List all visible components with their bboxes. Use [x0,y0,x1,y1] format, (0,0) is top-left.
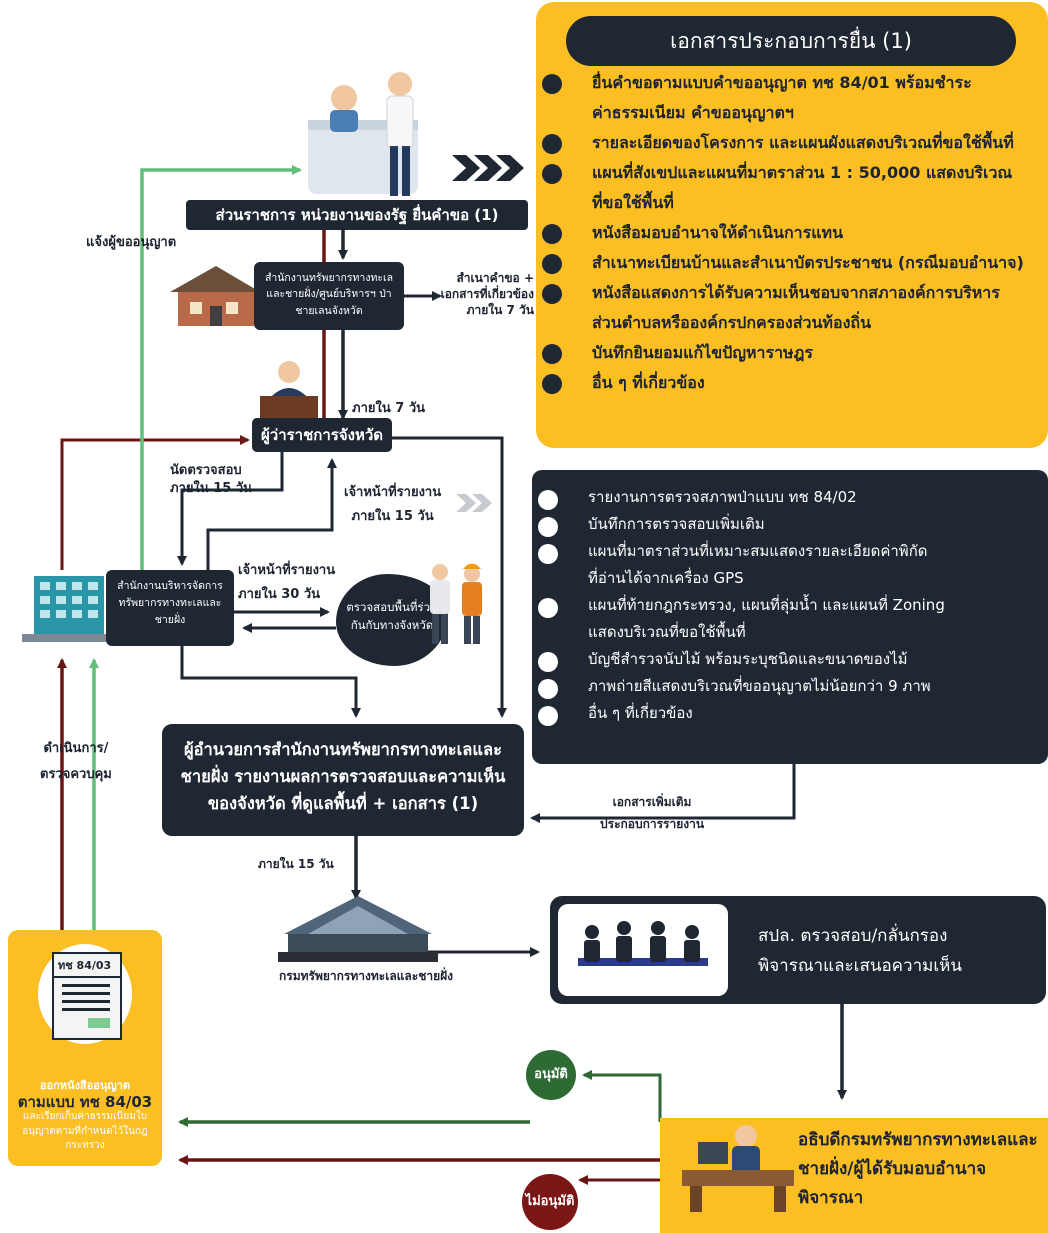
applicant-label: ส่วนราชการ หน่วยงานของรัฐ ยื่นคำขอ (1) [215,206,499,224]
meeting-icon [578,921,708,966]
extra-docs-label: เอกสารเพิ่มเติม ประกอบการรายงาน [600,794,704,832]
copy-request-line-2: เอกสารที่เกี่ยวข้อง [440,287,534,302]
docs-item: ยื่นคำขอตามแบบคำขออนุญาต ทช 84/01 พร้อมช… [536,68,1048,98]
report-item-continued: แสดงบริเวณที่ขอใช้พื้นที่ [588,623,746,641]
report-item: บัญชีสำรวจนับไม้ พร้อมระบุชนิดและขนาดของ… [532,646,1048,673]
extra-docs-line-1: เอกสารเพิ่มเติม [612,795,692,809]
reporter-15-line-2: ภายใน 15 วัน [351,508,434,524]
permit-text-2: ตามแบบ ทช 84/03 [17,1093,153,1111]
report-item: บันทึกการตรวจสอบเพิ่มเติม [532,511,1048,538]
director-general-label: อธิบดีกรมทรัพยากรทางทะเลและชายฝั่ง/ผู้ได… [798,1130,1038,1208]
reception-desk-icon [308,72,418,196]
extra-docs-line-2: ประกอบการรายงาน [600,817,705,832]
office-building-icon [22,576,116,642]
approve-badge: อนุมัติ [526,1050,576,1100]
docs-item: บันทึกยินยอมแก้ไขปัญหาราษฎร [536,338,1048,368]
report-item: แผนที่ท้ายกฎกระทรวง, แผนที่ลุ่มน้ำ และแผ… [532,592,1048,619]
report-item: แผนที่มาตราส่วนที่เหมาะสมแสดงรายละเอียดค… [532,538,1048,565]
reporter-30-label: เจ้าหน้าที่รายงาน ภายใน 30 วัน [238,562,335,603]
within-7-label: ภายใน 7 วัน [352,401,426,416]
committee-node: สปล. ตรวจสอบ/กลั่นกรอง พิจารณาและเสนอควา… [550,896,1046,1004]
docs-item: แผนที่สังเขปและแผนที่มาตราส่วน 1 : 50,00… [536,158,1048,188]
operate-line-1: ดำเนินการ/ [43,741,109,756]
report-item: รายงานการตรวจสภาพป่าแบบ ทช 84/02 [532,484,1048,511]
reporter-30-line-2: ภายใน 30 วัน [238,586,321,602]
governor-label: ผู้ว่าราชการจังหวัด [260,426,384,444]
copy-request-line-3: ภายใน 7 วัน [466,303,534,318]
permit-form: ทช 84/03 [52,952,122,1040]
docs-title: เอกสารประกอบการยื่น (1) [566,16,1016,66]
government-building-icon [278,896,438,962]
appoint-line-1: นัดตรวจสอบ [170,463,242,478]
arrow-dg-to-approve [582,1070,662,1122]
committee-label: สปล. ตรวจสอบ/กลั่นกรอง พิจารณาและเสนอควา… [758,926,962,976]
director-report-label: ผู้อำนวยการสำนักงานทรัพยากรทางทะเลและชาย… [180,740,506,814]
director-general-node: อธิบดีกรมทรัพยากรทางทะเลและชายฝั่ง/ผู้ได… [660,1118,1048,1233]
applicant-node: ส่วนราชการ หน่วยงานของรัฐ ยื่นคำขอ (1) [186,200,528,230]
provincial-office-label: สำนักงานทรัพยากรทางทะเลและชายฝั่ง/ศูนย์บ… [264,272,394,317]
permit-text-1: ออกหนังสืออนุญาต [39,1079,131,1092]
inspectors-illustration [416,556,496,646]
notify-label: แจ้งผู้ขออนุญาต [86,235,177,250]
regional-office-label: สำนักงานบริหารจัดการทรัพยากรทางทะเลและชา… [117,580,223,626]
permit-form-label: ทช 84/03 [54,954,120,978]
copy-request-line-1: สำเนาคำขอ + [456,271,534,285]
operate-line-2: ตรวจควบคุม [40,766,112,782]
reporter-15-label: เจ้าหน้าที่รายงาน ภายใน 15 วัน [344,484,441,525]
report-list: รายงานการตรวจสภาพป่าแบบ ทช 84/02 บันทึกก… [532,484,1048,727]
director-general-illustration [676,1106,800,1216]
arrow-governor-to-director [392,436,507,718]
department-label: กรมทรัพยากรทางทะเลและชายฝั่ง [278,969,454,983]
chevron-icon [452,155,524,181]
report-item-continued: ที่อ่านได้จากเครื่อง GPS [588,569,744,587]
reporter-30-line-1: เจ้าหน้าที่รายงาน [238,563,336,578]
reject-badge: ไม่อนุมัติ [522,1174,578,1230]
director-report-node: ผู้อำนวยการสำนักงานทรัพยากรทางทะเลและชาย… [162,724,524,836]
arrow-regional-to-governor-red [60,435,250,570]
house-icon [170,266,260,326]
provincial-office-illustration [160,258,270,330]
arrow-report-to-governor [206,458,337,570]
appoint-line-2: ภายใน 15 วัน [170,480,253,496]
chevron-icon [456,494,492,512]
docs-list: ยื่นคำขอตามแบบคำขออนุญาต ทช 84/01 พร้อมช… [536,68,1048,398]
arrow-office-to-director [180,646,361,718]
arrow-governor-appoint [177,450,284,566]
report-panel: รายงานการตรวจสภาพป่าแบบ ทช 84/02 บันทึกก… [532,470,1048,764]
regional-office-illustration [18,566,120,644]
report-item: ภาพถ่ายสีแสดงบริเวณที่ขออนุญาตไม่น้อยกว่… [532,673,1048,700]
docs-item: อื่น ๆ ที่เกี่ยวข้อง [536,368,1048,398]
official-desk-icon [260,361,318,418]
committee-photo [558,904,728,996]
regional-office-node: สำนักงานบริหารจัดการทรัพยากรทางทะเลและชา… [106,570,234,646]
appoint-label: นัดตรวจสอบ ภายใน 15 วัน [170,462,252,497]
arrow-extra-docs [530,764,796,823]
governor-illustration [256,356,322,420]
docs-item-continued: ที่ขอใช้พื้นที่ [592,193,674,212]
docs-item: รายละเอียดของโครงการ และแผนผังแสดงบริเวณ… [536,128,1048,158]
governor-node: ผู้ว่าราชการจังหวัด [252,418,392,452]
docs-item-continued: ส่วนตำบลหรือองค์กรปกครองส่วนท้องถิ่น [592,313,872,332]
docs-item: หนังสือแสดงการได้รับความเห็นชอบจากสภาองค… [536,278,1048,308]
permit-text-3: และเรียกเก็บค่าธรรมเนียมใบอนุญาตตามที่กำ… [22,1111,148,1151]
joint-inspection-label: ตรวจสอบพื้นที่ร่วมกันกับทางจังหวัด [346,600,438,633]
docs-item: หนังสือมอบอำนาจให้ดำเนินการแทน [536,218,1048,248]
copy-request-label: สำเนาคำขอ + เอกสารที่เกี่ยวข้อง ภายใน 7 … [438,270,534,319]
joint-inspection-node: ตรวจสอบพื้นที่ร่วมกันกับทางจังหวัด [336,574,448,666]
docs-item: สำเนาทะเบียนบ้านและสำเนาบัตรประชาชน (กรณ… [536,248,1048,278]
engineers-icon [430,563,482,644]
applicant-illustration [288,64,448,204]
arrow-notify-green [140,165,302,570]
document-lines-icon [62,984,110,1028]
operate-label: ดำเนินการ/ ตรวจควบคุม [40,740,112,783]
reporter-15-line-1: เจ้าหน้าที่รายงาน [344,485,442,500]
docs-item-continued: ค่าธรรมเนียม คำขออนุญาตฯ [592,103,794,122]
docs-panel: เอกสารประกอบการยื่น (1) ยื่นคำขอตามแบบคำ… [536,2,1048,448]
provincial-office-node: สำนักงานทรัพยากรทางทะเลและชายฝั่ง/ศูนย์บ… [254,262,404,330]
permit-panel: ทช 84/03 ออกหนังสืออนุญาต ตามแบบ ทช 84/0… [8,930,162,1166]
within-15-label: ภายใน 15 วัน [258,857,334,871]
executive-desk-icon [682,1125,794,1212]
report-item: อื่น ๆ ที่เกี่ยวข้อง [532,700,1048,727]
department-illustration [278,882,438,964]
